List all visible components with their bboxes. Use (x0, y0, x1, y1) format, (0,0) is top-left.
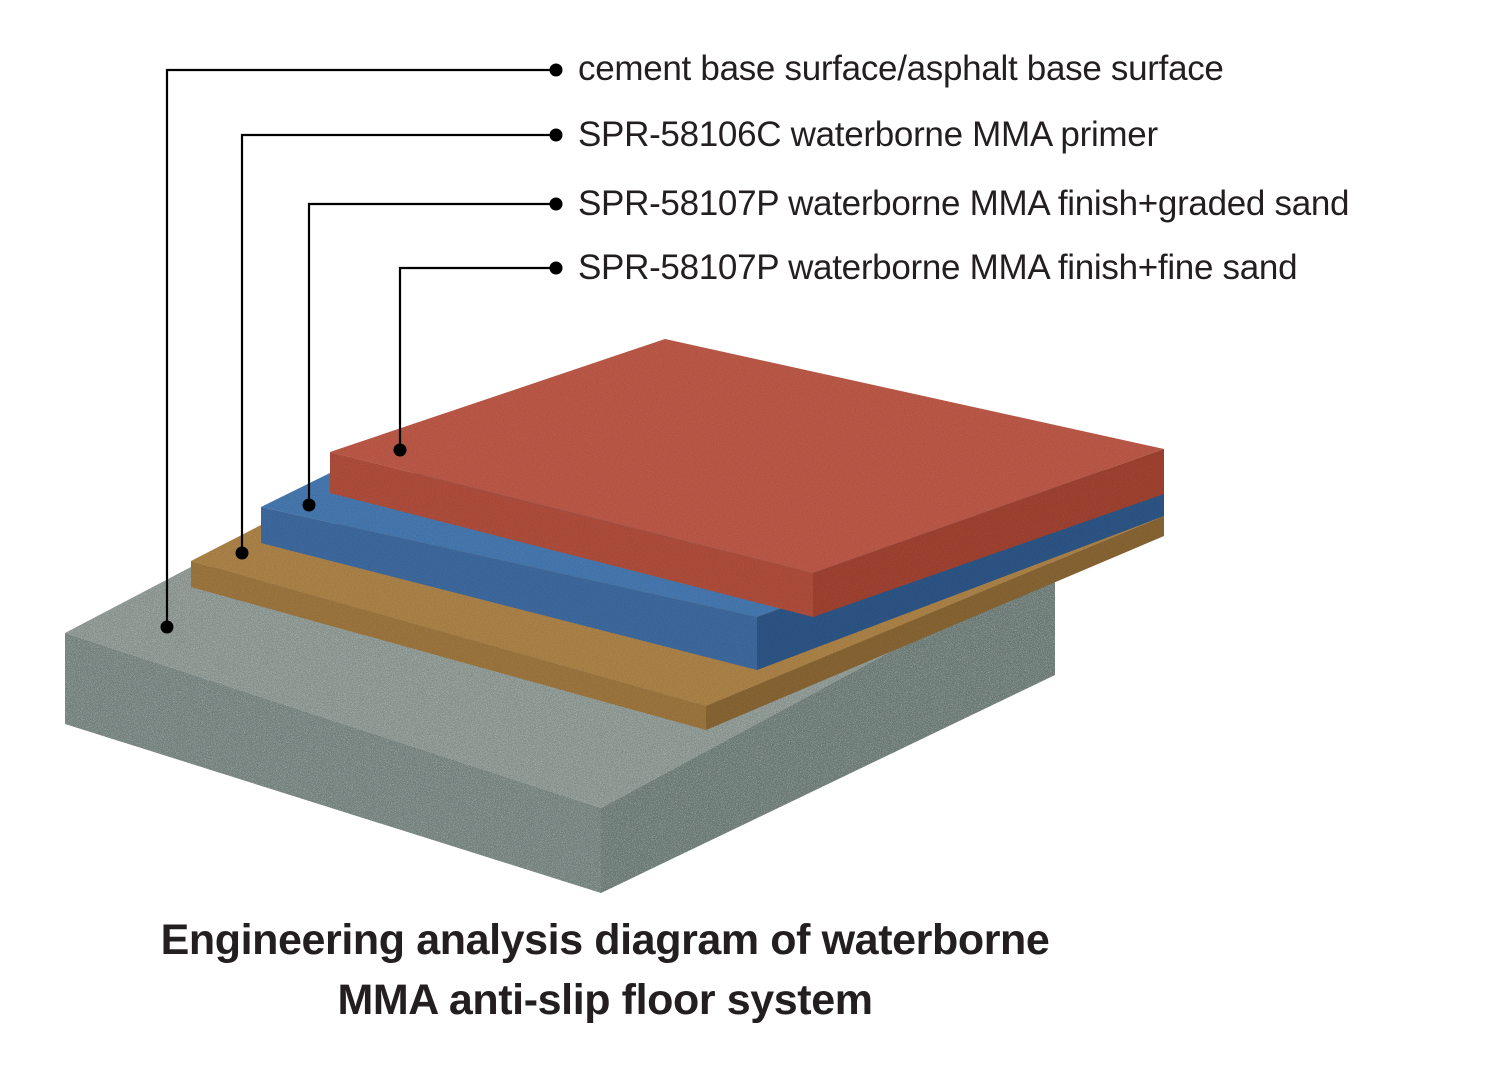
leader-dots (160, 63, 563, 634)
dot-fine-end (549, 261, 563, 275)
leader-line-fine (398, 266, 556, 450)
caption-line-1: Engineering analysis diagram of waterbor… (160, 916, 1050, 964)
primer-side (706, 516, 1164, 730)
caption-line-2: MMA anti-slip floor system (337, 976, 873, 1024)
finish-fine-side (813, 449, 1164, 617)
leader-line-cement (165, 68, 556, 627)
primer-front (191, 561, 706, 730)
dot-cement-end (549, 63, 563, 77)
leader-line-graded (307, 202, 556, 505)
finish-graded-front (261, 507, 757, 670)
dot-graded-start (302, 498, 316, 512)
cement-base-front (65, 633, 601, 893)
label-finish-graded: SPR-58107P waterborne MMA finish+graded … (578, 184, 1350, 223)
dot-cement-start (160, 620, 174, 634)
dot-graded-end (549, 197, 563, 211)
dot-primer-start (235, 546, 249, 560)
leader-line-primer (240, 133, 556, 553)
label-cement-base: cement base surface/asphalt base surface (578, 49, 1224, 88)
cement-base-side (601, 563, 1055, 893)
finish-fine-front (330, 452, 813, 617)
finish-fine-top (330, 339, 1164, 573)
dot-primer-end (549, 128, 563, 142)
dot-fine-start (393, 443, 407, 457)
label-primer: SPR-58106C waterborne MMA primer (578, 115, 1158, 154)
finish-fine-layer (330, 339, 1164, 617)
label-finish-fine: SPR-58107P waterborne MMA finish+fine sa… (578, 248, 1298, 287)
leader-lines (165, 68, 556, 627)
